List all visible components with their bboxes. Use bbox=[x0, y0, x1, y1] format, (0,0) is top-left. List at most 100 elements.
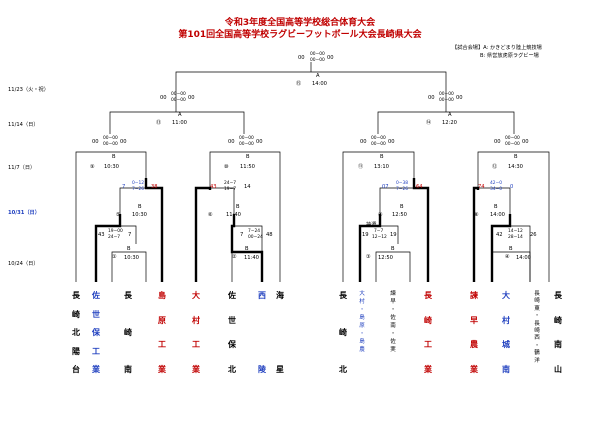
qf4-time: 14:30 bbox=[508, 164, 523, 170]
qf4-score-left: 00 bbox=[494, 139, 501, 145]
team-name-char: 原 bbox=[359, 323, 365, 329]
team-name-char: 長 bbox=[72, 291, 80, 300]
date-1123: 11/23（火・祝） bbox=[8, 87, 49, 93]
r3-1-right: 38 bbox=[151, 184, 158, 190]
r3-2-sub-top: 24−7 bbox=[224, 181, 237, 186]
r2-2-right: 48 bbox=[266, 232, 273, 238]
team-name-char: 業 bbox=[158, 365, 166, 374]
team-name-char: 早 bbox=[390, 299, 396, 305]
team-name-char: 西 bbox=[534, 335, 540, 342]
final-sub-bot: 00−00 bbox=[310, 58, 325, 63]
semi1-score-left: 00 bbox=[160, 95, 167, 101]
r1-1-venue: B bbox=[127, 246, 131, 252]
r2-2-time: 11:40 bbox=[226, 212, 241, 218]
team-name-char: 世 bbox=[228, 315, 236, 325]
team-name-char: 崎 bbox=[554, 315, 562, 325]
r2-2-no: ⑥ bbox=[208, 212, 213, 218]
team-name-char: 崎 bbox=[534, 328, 540, 334]
team-name-char: 山 bbox=[554, 365, 562, 374]
r2-3-note: 抽選 bbox=[366, 222, 377, 228]
r3-2-sub-bot: 19−7 bbox=[224, 187, 237, 192]
team-name-char: 海 bbox=[276, 291, 284, 300]
team-name-char: 崎 bbox=[124, 328, 132, 337]
qf2-score-right: 00 bbox=[256, 139, 263, 145]
team-name-char: ・ bbox=[390, 331, 396, 337]
r2-3-left: 19 bbox=[362, 232, 369, 238]
r1-1-time: 10:30 bbox=[124, 255, 139, 261]
team-name-char: 島 bbox=[359, 339, 365, 345]
final-score-right: 00 bbox=[327, 55, 334, 61]
team-name-char: 島 bbox=[359, 315, 365, 321]
team-name-char: 諫 bbox=[470, 291, 478, 300]
team-name-char: 南 bbox=[502, 365, 510, 374]
team-name-char: 長 bbox=[339, 291, 347, 300]
team-name-char: 農 bbox=[470, 340, 478, 350]
r1-2-no: ② bbox=[232, 254, 237, 260]
r2-4-no: ⑧ bbox=[474, 212, 479, 218]
team-name-char: 崎 bbox=[534, 298, 540, 305]
r2-3-no: ⑦ bbox=[378, 212, 383, 218]
r2-4-venue: B bbox=[494, 204, 498, 210]
final-time: 14:00 bbox=[312, 81, 327, 87]
team-name-char: 東 bbox=[534, 305, 540, 312]
r2-1-venue: B bbox=[138, 204, 142, 210]
team-name-char: 業 bbox=[192, 365, 200, 374]
team-name-char: 陽 bbox=[72, 346, 80, 356]
team-name-char: 村 bbox=[192, 315, 200, 325]
team-name-char: 佐 bbox=[390, 339, 396, 345]
qf1-score-right: 00 bbox=[120, 139, 127, 145]
r3-4-sub-top: 42−0 bbox=[490, 181, 503, 186]
qf3-venue: B bbox=[380, 154, 384, 160]
qf2-sub-bot: 00−00 bbox=[239, 142, 254, 147]
qf2-no: ⑩ bbox=[224, 164, 229, 170]
r2-2-sub-top: 7−24 bbox=[248, 229, 261, 234]
r2-3-sub-top: 7−7 bbox=[374, 229, 384, 234]
r2-3-sub-bot: 12−12 bbox=[372, 235, 387, 240]
r3-2-right: 14 bbox=[244, 184, 251, 190]
r3-1-sub-top: 0−12 bbox=[132, 181, 145, 186]
r3-3-left: 07 bbox=[382, 184, 389, 190]
team-name-char: 工 bbox=[92, 346, 100, 356]
final-venue: A bbox=[316, 73, 320, 79]
date-1107: 11/7（日） bbox=[8, 165, 36, 171]
r2-1-time: 10:30 bbox=[132, 212, 147, 218]
team-name-char: 北 bbox=[228, 365, 236, 374]
r3-1-left: 7 bbox=[122, 184, 126, 190]
semi1-score-right: 00 bbox=[188, 95, 195, 101]
final-score-left: 00 bbox=[298, 55, 305, 61]
qf4-venue: B bbox=[514, 154, 518, 160]
team-name-char: 業 bbox=[424, 365, 432, 374]
qf1-time: 10:30 bbox=[104, 164, 119, 170]
team-name-char: 崎 bbox=[424, 315, 432, 325]
team-name-char: 長 bbox=[534, 320, 540, 327]
team-name-char: 諫 bbox=[390, 291, 396, 297]
team-name-char: 早 bbox=[470, 315, 478, 325]
r2-1-left: 43 bbox=[98, 232, 105, 238]
qf3-score-left: 00 bbox=[360, 139, 367, 145]
team-name-char: 崎 bbox=[72, 309, 80, 319]
qf4-sub-top: 00−00 bbox=[505, 136, 520, 141]
team-name-char: 北 bbox=[72, 328, 80, 337]
semi2-sub-top: 00−00 bbox=[439, 92, 454, 97]
team-name-char: 業 bbox=[92, 365, 100, 374]
r1-2-time: 11:40 bbox=[244, 255, 259, 261]
semi1-venue: A bbox=[178, 112, 182, 118]
r2-4-right: 26 bbox=[530, 232, 537, 238]
qf4-sub-bot: 00−00 bbox=[505, 142, 520, 147]
team-name-char: 工 bbox=[158, 340, 166, 350]
team-name-char: 洋 bbox=[534, 357, 540, 364]
team-name-char: 長 bbox=[124, 291, 132, 300]
r2-4-sub-bot: 28−14 bbox=[508, 235, 523, 240]
team-name-char: ・ bbox=[390, 307, 396, 313]
r2-2-venue: B bbox=[236, 204, 240, 210]
r3-2-left: 43 bbox=[210, 184, 217, 190]
team-name-char: 村 bbox=[502, 315, 510, 325]
semi2-score-right: 00 bbox=[456, 95, 463, 101]
venue-note-2: B: 県営放虎原ラグビー場 bbox=[480, 53, 539, 59]
team-name-char: 大 bbox=[502, 291, 510, 300]
r2-1-right: 7 bbox=[128, 232, 132, 238]
r2-2-left: 7 bbox=[240, 232, 244, 238]
qf2-score-left: 00 bbox=[228, 139, 235, 145]
team-name-char: 長 bbox=[554, 291, 562, 300]
r3-4-sub-bot: 34−0 bbox=[490, 187, 503, 192]
